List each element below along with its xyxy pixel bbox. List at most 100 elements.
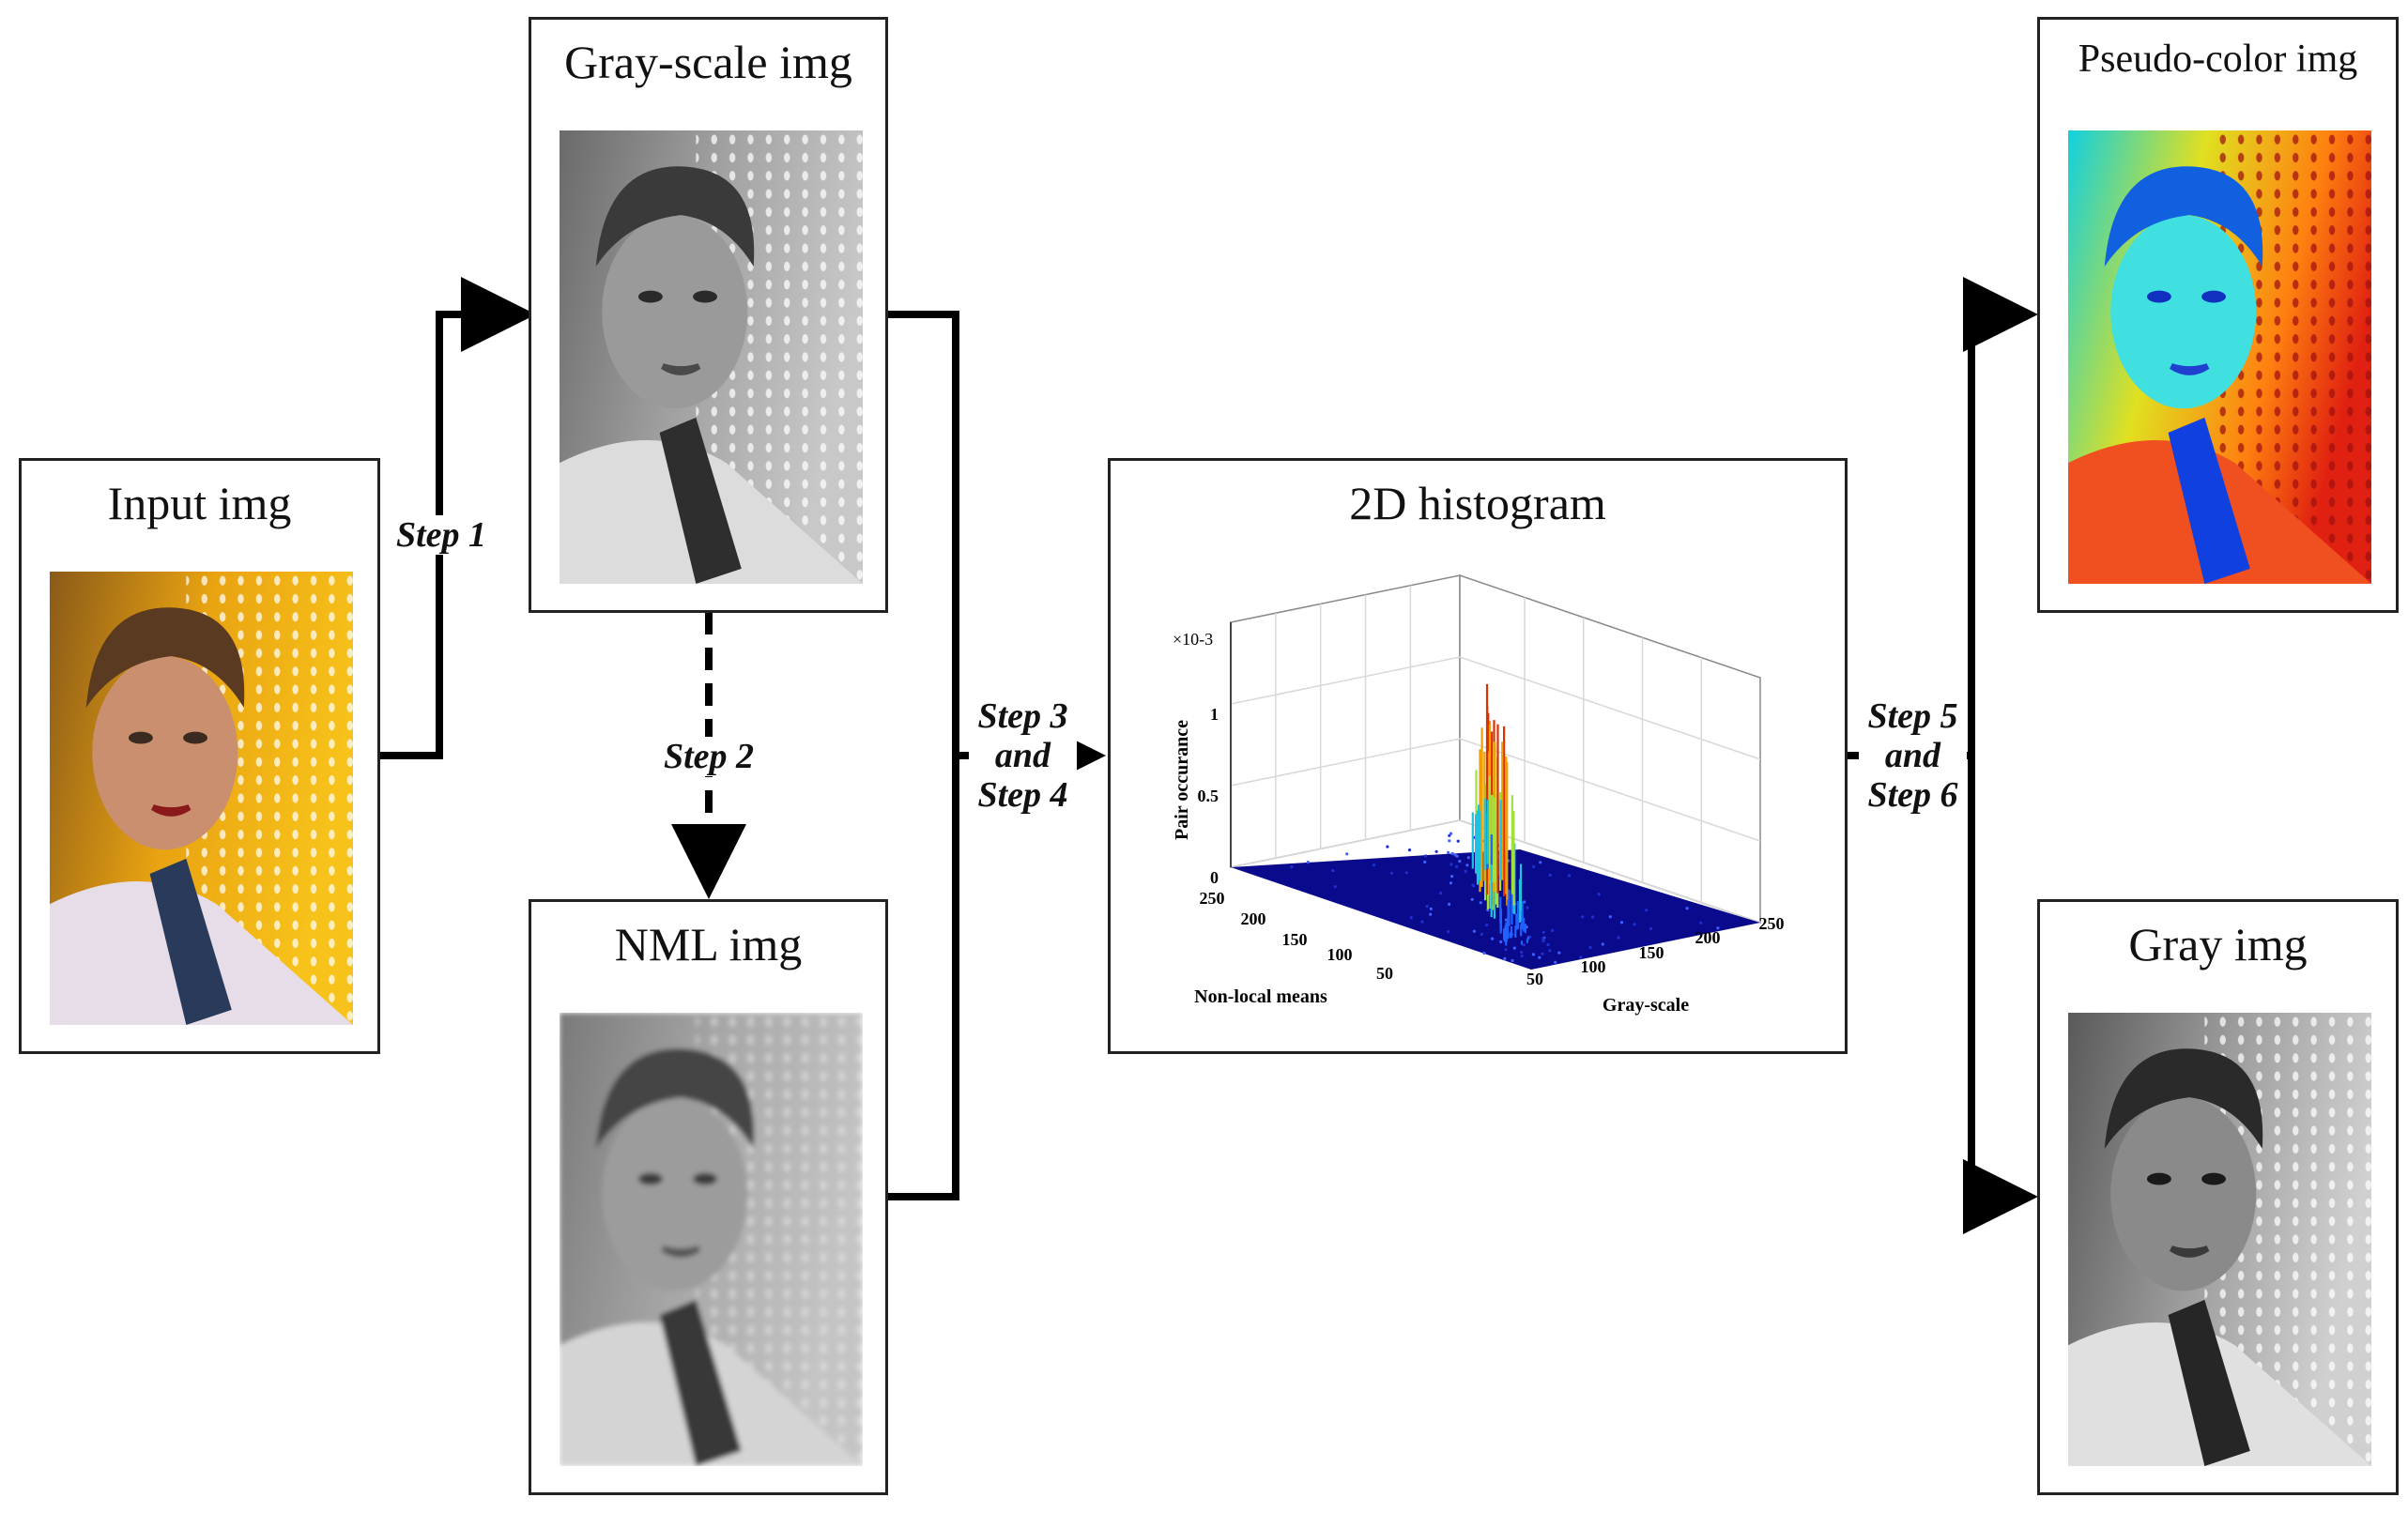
y-tick-3: 200	[1695, 928, 1721, 947]
y-tick-2: 150	[1639, 943, 1664, 962]
noise-point	[1306, 861, 1310, 864]
histogram-panel: 2D histogram Pair occurance ×10-3 Non-lo…	[1108, 458, 1848, 1054]
nml-panel: NML img	[529, 899, 888, 1495]
noise-point	[1372, 863, 1376, 867]
noise-point	[1504, 948, 1508, 952]
step56-label: Step 5 and Step 6	[1859, 696, 1967, 815]
noise-point	[1471, 883, 1475, 887]
y-tick-4: 250	[1759, 914, 1785, 933]
histogram-panel-title: 2D histogram	[1349, 477, 1606, 529]
noise-point	[1485, 924, 1489, 927]
nml-photo	[560, 1013, 863, 1466]
noise-point	[1465, 863, 1469, 867]
noise-point	[1345, 852, 1349, 856]
noise-point	[1439, 892, 1443, 895]
noise-point	[1526, 906, 1529, 909]
z-axis-label: Pair occurance	[1172, 720, 1192, 840]
z-gridline	[1230, 819, 1761, 924]
input-photo	[50, 572, 353, 1025]
y-axis-label: Gray-scale	[1603, 995, 1689, 1016]
input-panel-title: Input img	[107, 477, 292, 529]
noise-point	[1699, 921, 1703, 925]
noise-point	[1539, 861, 1542, 864]
noise-point	[1429, 912, 1433, 916]
step1-label: Step 1	[390, 515, 493, 555]
histogram-peak	[1471, 683, 1529, 946]
noise-point	[1424, 854, 1428, 858]
y-tick-1: 100	[1581, 957, 1606, 976]
gray-panel: Gray img	[2037, 899, 2399, 1495]
noise-point	[1448, 839, 1451, 843]
noise-point	[1453, 853, 1457, 857]
pseudo-photo	[2068, 130, 2371, 584]
noise-point	[1331, 869, 1335, 873]
noise-point	[1633, 923, 1636, 926]
bracket-step56-bottom	[1968, 756, 2018, 1200]
step34-label: Step 3 and Step 4	[969, 696, 1077, 815]
noise-point	[1448, 833, 1451, 837]
input-panel: Input img	[19, 458, 380, 1054]
noise-point	[1448, 902, 1451, 906]
noise-point	[1449, 832, 1453, 835]
noise-point	[1447, 930, 1450, 934]
noise-point	[1456, 839, 1460, 843]
noise-point	[1531, 953, 1535, 956]
noise-point	[1407, 848, 1412, 852]
noise-point	[1541, 940, 1545, 943]
noise-point	[1567, 874, 1572, 878]
noise-point	[1480, 932, 1483, 936]
bracket-step34	[887, 311, 959, 1200]
histogram-chart: Pair occurance ×10-3 Non-local means Gra…	[1172, 573, 1785, 1016]
grayscale-panel: Gray-scale img	[529, 17, 888, 613]
noise-point	[1434, 849, 1438, 853]
noise-point	[1449, 881, 1452, 885]
noise-point	[1464, 869, 1467, 873]
noise-point	[1425, 905, 1429, 909]
noise-point	[1333, 885, 1337, 889]
noise-point	[1619, 921, 1624, 925]
z-exponent: ×10-3	[1173, 630, 1213, 649]
noise-point	[1458, 860, 1462, 863]
noise-point	[1645, 909, 1649, 912]
noise-point	[1548, 949, 1552, 953]
noise-point	[1466, 856, 1470, 860]
noise-point	[1591, 915, 1595, 919]
noise-point	[1541, 952, 1544, 956]
noise-point	[1716, 926, 1720, 930]
x-tick-1: 200	[1241, 909, 1266, 928]
noise-point	[1455, 864, 1459, 868]
step2-label: Step 2	[657, 737, 760, 776]
x-tick-4: 50	[1376, 964, 1393, 983]
bracket-step56-top	[1968, 311, 2018, 756]
x-tick-0: 250	[1200, 889, 1225, 908]
noise-point	[1503, 956, 1507, 961]
noise-point	[1409, 916, 1413, 920]
noise-point	[1447, 850, 1450, 854]
x-tick-3: 100	[1327, 945, 1353, 964]
noise-point	[1491, 937, 1495, 940]
x-tick-2: 150	[1282, 930, 1308, 949]
histogram-grid	[1230, 573, 1761, 925]
noise-point	[1420, 920, 1424, 924]
grayscale-photo	[560, 130, 863, 584]
z-gridline	[1230, 656, 1761, 760]
noise-point	[1511, 958, 1514, 963]
noise-point	[1389, 871, 1394, 875]
back-wall-left	[1230, 574, 1461, 868]
noise-point	[1450, 851, 1454, 856]
nml-panel-title: NML img	[614, 918, 803, 970]
noise-point	[1557, 951, 1561, 955]
grayscale-panel-title: Gray-scale img	[564, 36, 852, 88]
noise-point	[1601, 942, 1604, 946]
noise-point	[1551, 928, 1555, 932]
noise-point	[1520, 954, 1524, 958]
noise-point	[1649, 926, 1653, 931]
gray-photo	[2068, 1013, 2371, 1466]
noise-point	[1386, 845, 1389, 848]
z-tick-2: 1	[1210, 705, 1219, 724]
noise-point	[1554, 960, 1557, 964]
noise-point	[1532, 864, 1536, 868]
noise-point	[1423, 860, 1427, 863]
noise-point	[1523, 900, 1526, 904]
noise-point	[1482, 951, 1486, 955]
